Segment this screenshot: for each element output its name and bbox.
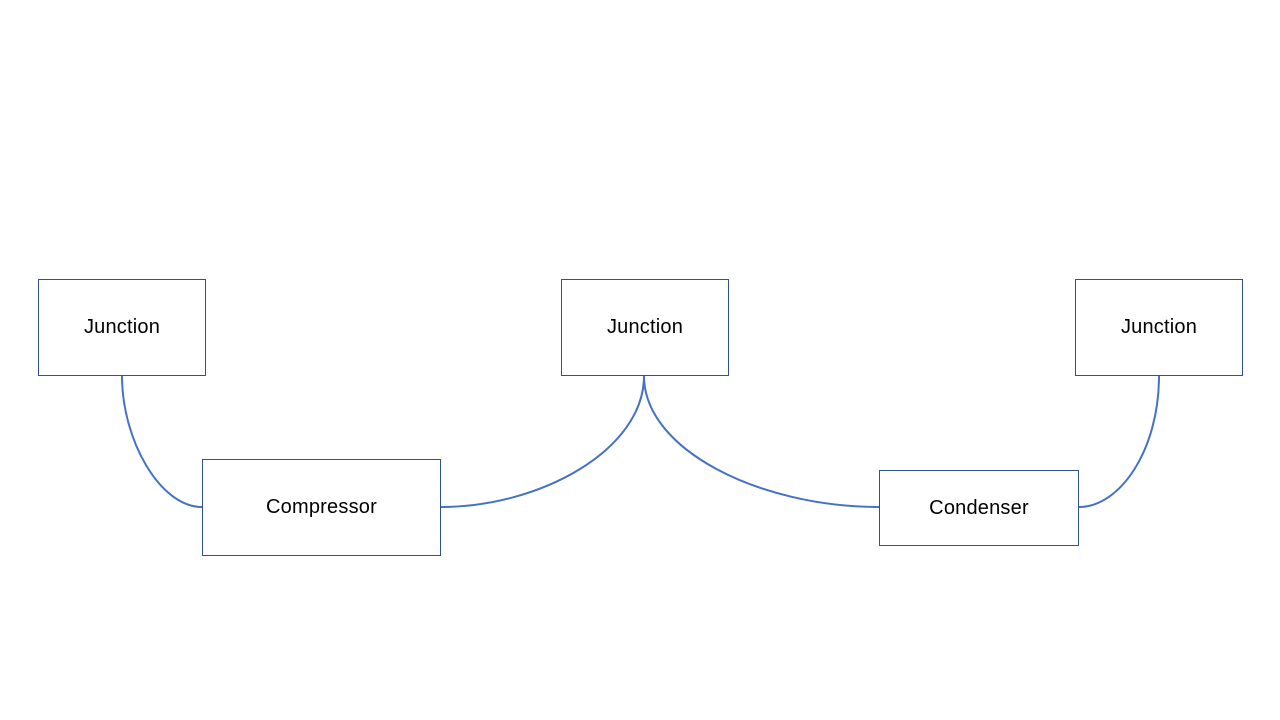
compressor-node-label: Compressor [266,496,377,518]
junction-node-label: Junction [606,316,684,338]
junction-node-label: Junction [1120,316,1198,338]
connector-junction-center-to-condenser [643,375,880,508]
junction-node-center[interactable]: Junction [561,279,729,376]
condenser-node-label: Condenser [929,496,1029,519]
connector-junction-left-to-compressor [121,375,203,508]
connector-compressor-to-junction-center [440,375,645,508]
connector-condenser-to-junction-right [1078,375,1160,508]
junction-node-left[interactable]: Junction [38,279,206,376]
compressor-node[interactable]: Compressor [202,459,441,556]
junction-node-right[interactable]: Junction [1075,279,1243,376]
junction-node-label: Junction [83,316,161,338]
condenser-node[interactable]: Condenser [879,470,1079,546]
